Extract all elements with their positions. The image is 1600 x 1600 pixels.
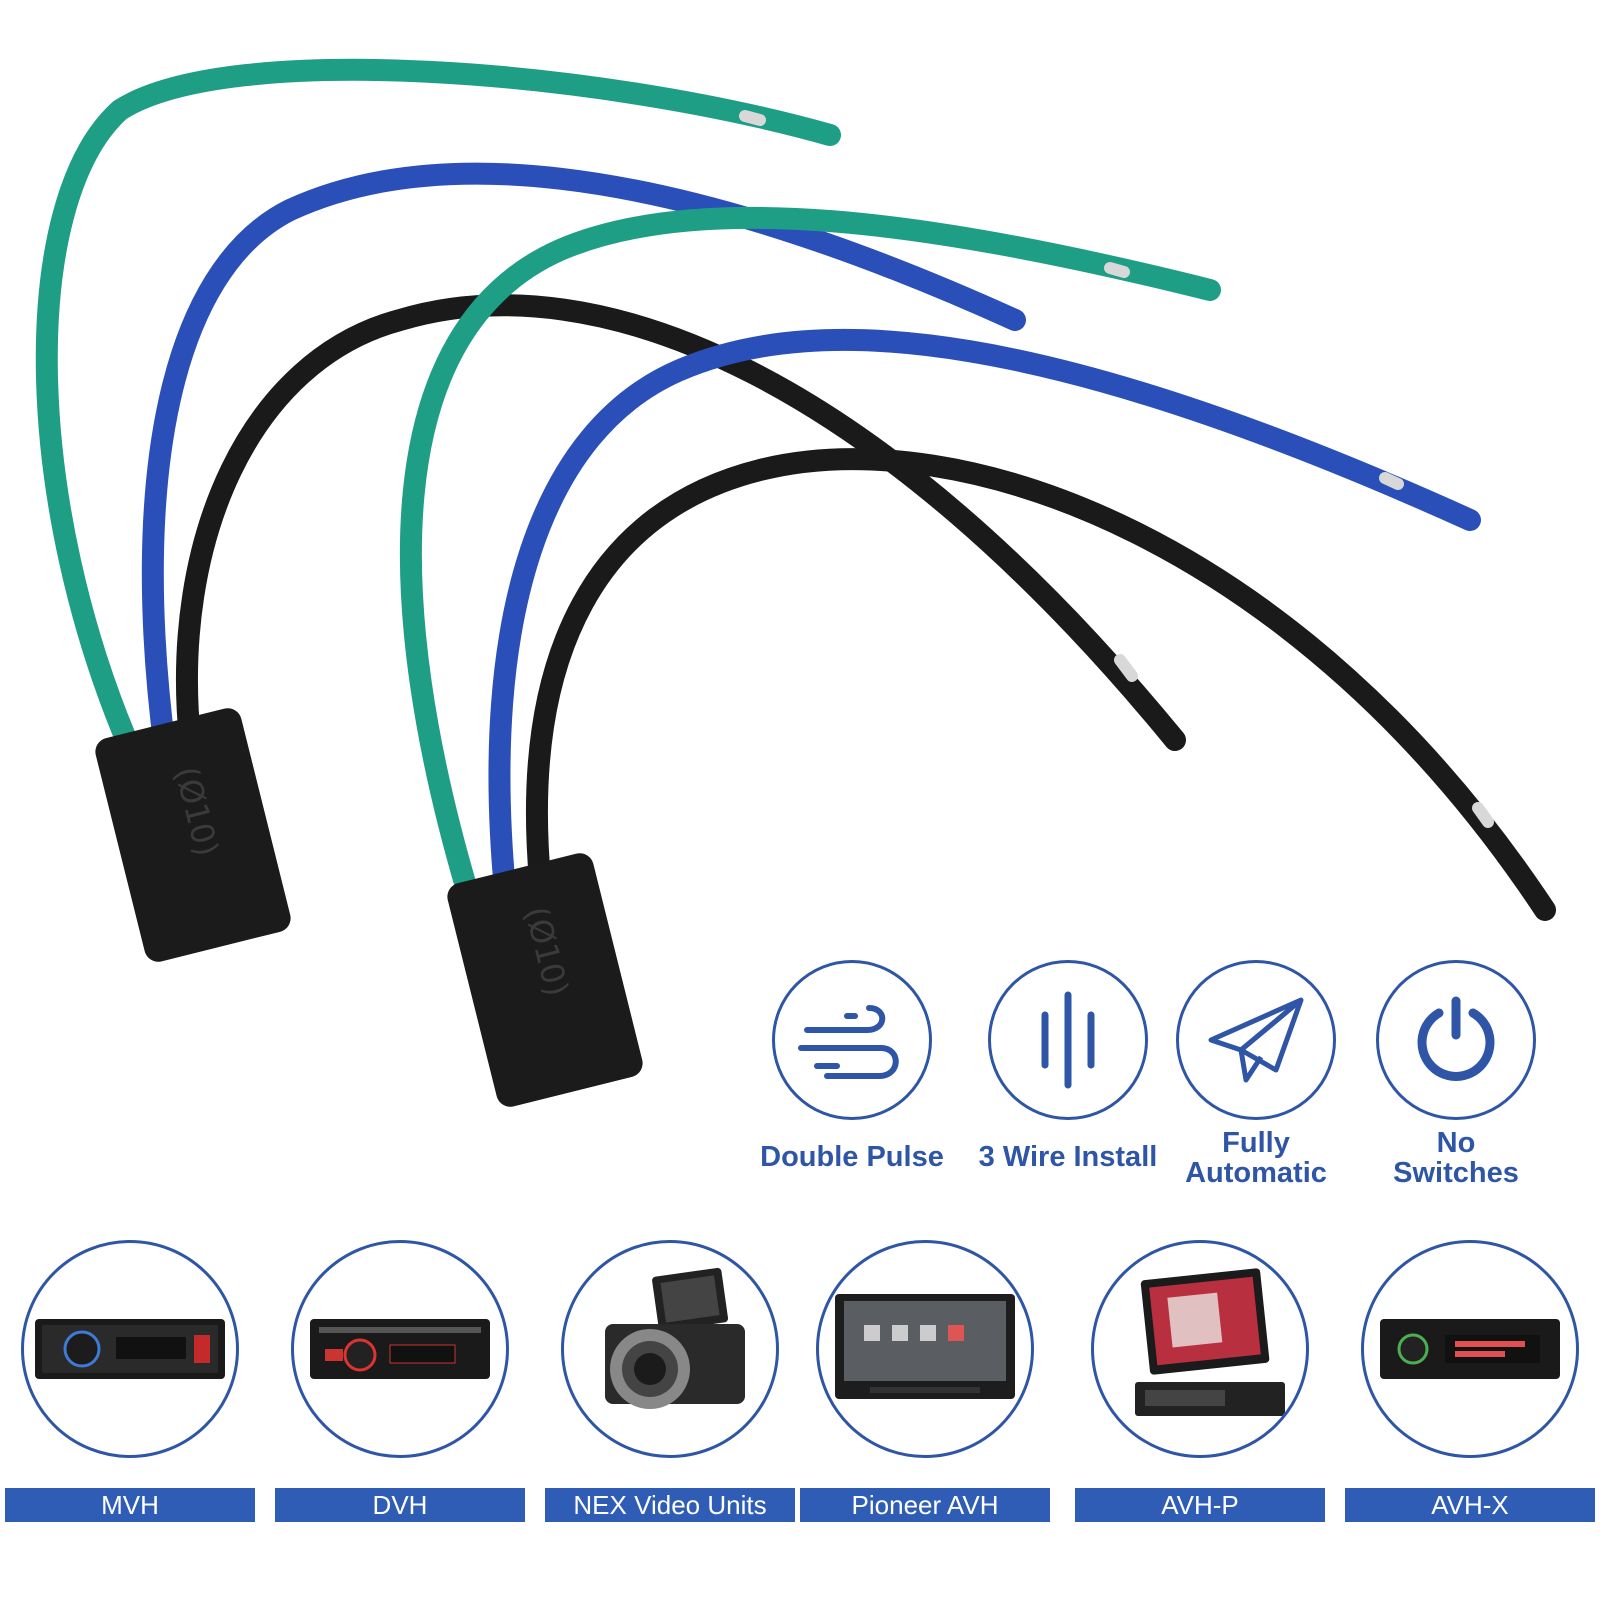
green-wire-2 — [399, 206, 1221, 911]
car-stereo-mvh-image — [35, 1319, 225, 1379]
single-din-receiver-image — [1380, 1319, 1560, 1379]
paper-plane-icon — [1208, 997, 1304, 1083]
touchscreen-head-unit-image — [835, 1294, 1015, 1399]
car-stereo-dvh-image — [310, 1319, 490, 1379]
feature-no-switches: No Switches — [1356, 960, 1556, 1188]
unit-mvh: MVH — [5, 1240, 255, 1522]
feature-label: No Switches — [1393, 1127, 1519, 1189]
feature-fully-automatic: Fully Automatic — [1156, 960, 1356, 1188]
unit-avh-x: AVH-X — [1345, 1240, 1595, 1522]
feature-3-wire-install: 3 Wire Install — [968, 960, 1168, 1172]
black-wire-1 — [176, 294, 1186, 751]
unit-pioneer-avh: Pioneer AVH — [800, 1240, 1050, 1522]
bypass-module-1: (Ø10) — [95, 708, 291, 962]
unit-label-bar: Pioneer AVH — [800, 1488, 1050, 1522]
unit-nex: NEX Video Units — [545, 1240, 795, 1522]
unit-label-bar: AVH-P — [1075, 1488, 1325, 1522]
three-wire-lines-icon — [1041, 991, 1095, 1089]
green-wire-1 — [35, 58, 841, 771]
unit-dvh: DVH — [275, 1240, 525, 1522]
unit-label-bar: DVH — [275, 1488, 525, 1522]
flip-out-screen-unit-image — [1135, 1268, 1285, 1416]
feature-label: Fully Automatic — [1185, 1127, 1327, 1189]
feature-label: 3 Wire Install — [978, 1141, 1158, 1173]
power-icon — [1417, 996, 1495, 1081]
double-pulse-wind-icon — [798, 1005, 899, 1079]
unit-label-bar: NEX Video Units — [545, 1488, 795, 1522]
product-photo: (Ø10) (Ø10) — [35, 58, 1556, 1107]
unit-avh-p: AVH-P — [1075, 1240, 1325, 1522]
unit-label-bar: MVH — [5, 1488, 255, 1522]
mirrorless-camera-image — [605, 1267, 745, 1409]
blue-wire-2 — [488, 329, 1481, 901]
feature-label: Double Pulse — [760, 1141, 944, 1173]
feature-double-pulse: Double Pulse — [752, 960, 952, 1172]
bypass-module-2: (Ø10) — [447, 853, 643, 1107]
black-wire-2 — [526, 448, 1556, 921]
unit-label-bar: AVH-X — [1345, 1488, 1595, 1522]
